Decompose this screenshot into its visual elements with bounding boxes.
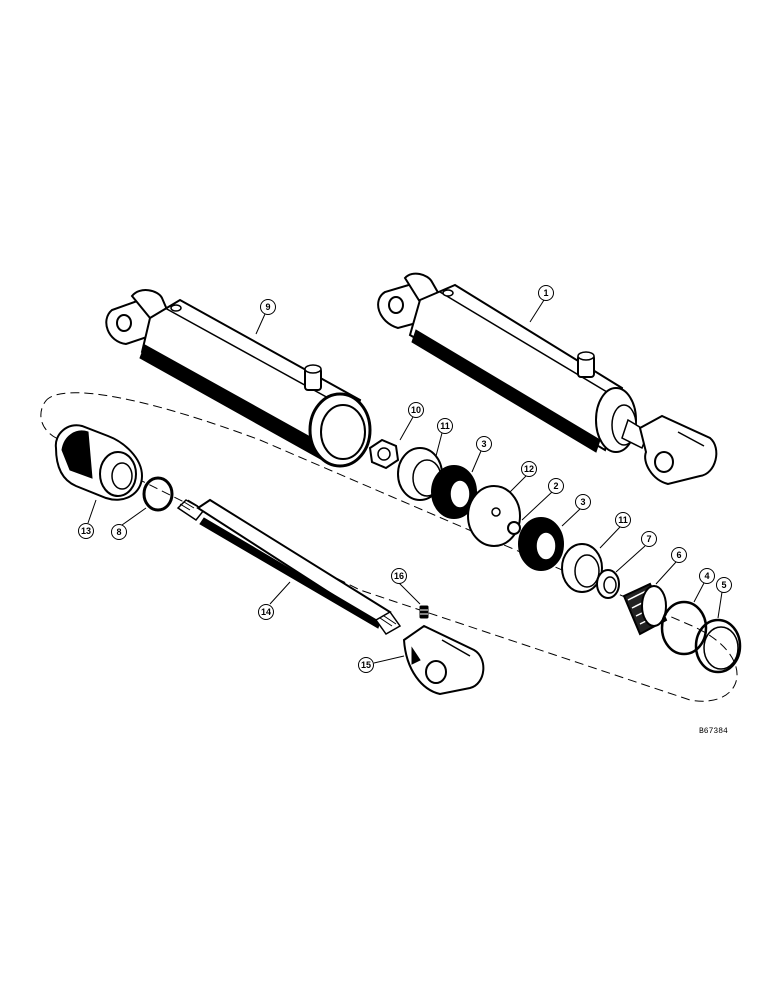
cylinder-assembly-part — [377, 272, 718, 486]
backup-ring-large-part — [694, 618, 742, 674]
callout-label: 3 — [481, 439, 486, 449]
callout-7: 7 — [641, 531, 657, 547]
callout-14: 14 — [258, 604, 274, 620]
callout-15: 15 — [358, 657, 374, 673]
callout-label: 13 — [81, 526, 91, 536]
callout-9: 9 — [260, 299, 276, 315]
callout-label: 12 — [524, 464, 534, 474]
callout-3a: 3 — [476, 436, 492, 452]
callout-5: 5 — [716, 577, 732, 593]
reference-code: B67384 — [699, 727, 728, 736]
washer-part-2 — [561, 543, 603, 593]
backup-ring-part — [596, 569, 620, 599]
nut-part — [368, 438, 400, 470]
callout-label: 9 — [265, 302, 270, 312]
head-o-ring-part — [142, 476, 174, 512]
callout-3b: 3 — [575, 494, 591, 510]
callout-label: 7 — [646, 534, 651, 544]
callout-label: 8 — [116, 527, 121, 537]
callout-label: 10 — [411, 405, 421, 415]
callout-label: 14 — [261, 607, 271, 617]
washer-part — [397, 447, 443, 501]
set-screw-part — [419, 605, 429, 619]
threaded-gland-part — [622, 582, 668, 636]
callout-11b: 11 — [615, 512, 631, 528]
callout-label: 11 — [440, 421, 450, 431]
callout-1: 1 — [538, 285, 554, 301]
callout-2: 2 — [548, 478, 564, 494]
callout-10: 10 — [408, 402, 424, 418]
cylinder-barrel-part — [105, 289, 372, 468]
callout-6: 6 — [671, 547, 687, 563]
piston-seal-part-2 — [518, 517, 564, 571]
callout-8: 8 — [111, 524, 127, 540]
callout-label: 6 — [676, 550, 681, 560]
callout-label: 4 — [704, 571, 709, 581]
leader-lines — [87, 299, 723, 664]
assembly-outline-dashed — [40, 392, 738, 702]
callout-label: 5 — [721, 580, 726, 590]
callout-13: 13 — [78, 523, 94, 539]
callout-label: 16 — [394, 571, 404, 581]
rod-clevis-part — [402, 624, 485, 696]
o-ring-part — [660, 600, 708, 656]
callout-16: 16 — [391, 568, 407, 584]
callout-label: 2 — [553, 481, 558, 491]
callout-label: 11 — [618, 515, 628, 525]
callout-11a: 11 — [437, 418, 453, 434]
callout-12: 12 — [521, 461, 537, 477]
callout-4: 4 — [699, 568, 715, 584]
o-ring-small-part — [507, 521, 521, 535]
callout-label: 1 — [543, 288, 548, 298]
callout-label: 15 — [361, 660, 371, 670]
piston-rod-part — [176, 498, 402, 635]
cylinder-head-part — [54, 424, 144, 501]
piston-part — [467, 485, 521, 547]
piston-seal-part — [431, 465, 477, 519]
callout-label: 3 — [580, 497, 585, 507]
